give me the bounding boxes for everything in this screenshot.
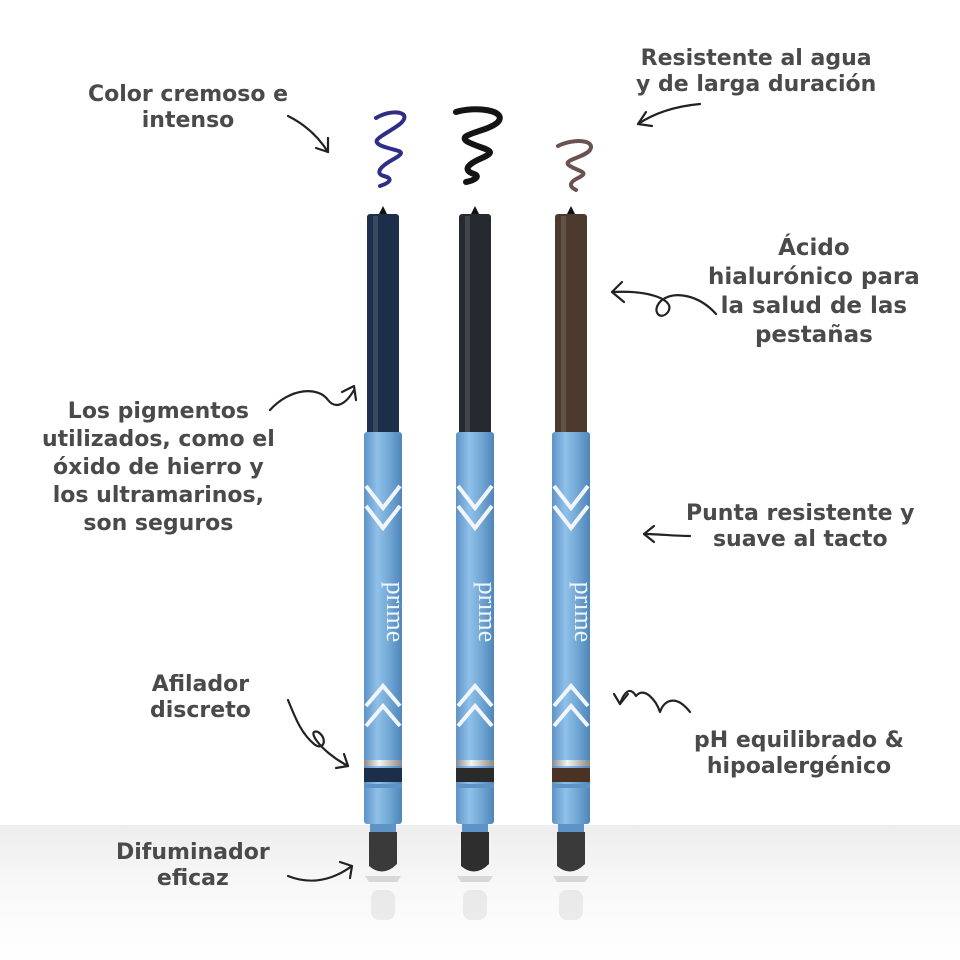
chevron-decoration <box>364 682 402 728</box>
pencil-reflection <box>559 890 583 920</box>
label-afilador: Afilador discreto <box>150 672 251 723</box>
swatch-brown <box>556 139 594 192</box>
chevron-decoration <box>456 682 494 728</box>
label-color-cremoso: Color cremoso e intenso <box>88 82 289 133</box>
eyeliner-pencil: prime <box>456 206 502 920</box>
chevron-decoration <box>552 682 590 728</box>
smudger-collar <box>370 824 396 832</box>
color-band <box>552 768 590 782</box>
swatch-squiggles <box>374 106 594 192</box>
color-band <box>456 768 494 782</box>
pencil-barrel <box>364 432 402 824</box>
label-ph-equilibrado: pH equilibrado & hipoalergénico <box>694 728 904 779</box>
arrow-punta-resistente <box>642 524 692 544</box>
label-acido-hialuronico: Ácido hialurónico para la salud de las p… <box>708 235 920 348</box>
arrow-ph-equilibrado <box>612 689 692 714</box>
swatch-blue <box>374 110 407 188</box>
smudger-tip <box>557 832 585 872</box>
arrow-color-cremoso <box>286 114 330 154</box>
pencil-tip <box>379 206 387 214</box>
pencil-barrel-stripe <box>456 784 494 788</box>
arrow-pigmentos <box>268 384 358 412</box>
eyeliner-pencil: prime <box>552 206 598 920</box>
smudger-collar <box>558 824 584 832</box>
arrow-difuminador <box>286 860 354 882</box>
pencil-reflection <box>463 890 487 920</box>
metal-ring <box>456 760 494 766</box>
color-band <box>364 768 402 782</box>
pencil-barrel-stripe <box>364 784 402 788</box>
metal-ring <box>364 760 402 766</box>
metal-ring <box>552 760 590 766</box>
arrow-acido-hialuronico <box>610 280 718 317</box>
smudger-cap-edge <box>365 876 401 882</box>
pencil-tip <box>567 206 575 214</box>
smudger-cap-edge <box>457 876 493 882</box>
label-pigmentos: Los pigmentos utilizados, como el óxido … <box>42 399 275 536</box>
pencil-highlight <box>465 216 470 434</box>
chevron-decoration <box>364 484 402 532</box>
pencil-lead-body <box>555 214 587 436</box>
label-punta-resistente: Punta resistente y suave al tacto <box>686 501 915 552</box>
arrow-afilador <box>286 698 350 770</box>
pencil-barrel <box>456 432 494 824</box>
label-resistente-agua: Resistente al agua y de larga duración <box>636 46 877 97</box>
smudger-cap-edge <box>553 876 589 882</box>
pencil-lead-body <box>367 214 399 436</box>
brand-logo: prime <box>569 582 598 643</box>
arrow-resistente-agua <box>636 102 702 128</box>
smudger-collar <box>462 824 488 832</box>
brand-logo: prime <box>381 582 410 643</box>
pencil-barrel-stripe <box>552 784 590 788</box>
pencil-highlight <box>373 216 378 434</box>
pencil-highlight <box>561 216 566 434</box>
pencil-barrel <box>552 432 590 824</box>
chevron-decoration <box>552 484 590 532</box>
pencil-lead-body <box>459 214 491 436</box>
pencil-tip <box>471 206 479 214</box>
eyeliner-pencil: prime <box>364 206 410 920</box>
brand-logo: prime <box>473 582 502 643</box>
smudger-tip <box>369 832 397 872</box>
chevron-decoration <box>456 484 494 532</box>
smudger-tip <box>461 832 489 872</box>
swatch-black <box>453 106 503 185</box>
pencil-reflection <box>371 890 395 920</box>
label-difuminador: Difuminador eficaz <box>116 840 270 891</box>
